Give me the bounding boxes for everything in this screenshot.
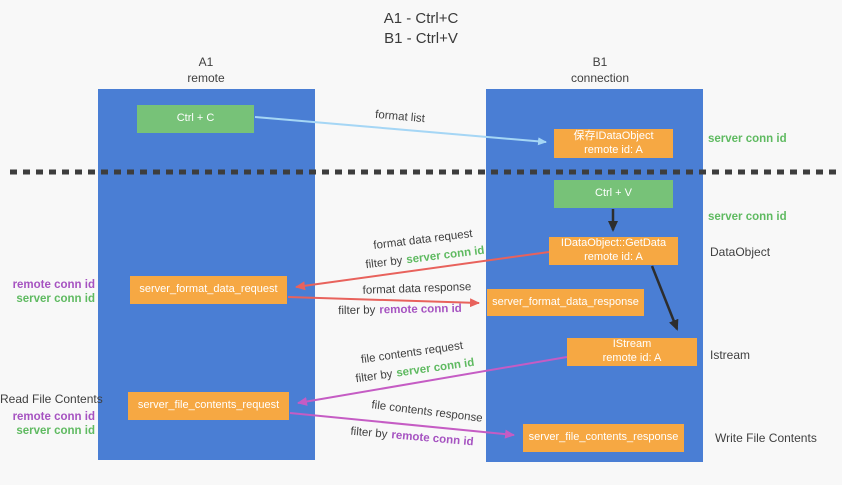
filter-by-text: filter by: [338, 304, 376, 318]
column-a1-name: A1: [198, 55, 214, 69]
server-file-contents-response-label: server_file_contents_response: [528, 431, 679, 444]
title-line-ctrl-v: B1 - Ctrl+V: [384, 30, 458, 48]
idataobject-getdata-node: IDataObject::GetData remote id: A: [549, 237, 678, 265]
column-header-b1: B1 connection: [530, 55, 670, 86]
server-conn-id-left-label-2: server conn id: [16, 425, 95, 437]
istream-side-label: Istream: [710, 348, 751, 362]
ctrl-v-label: Ctrl + V: [595, 187, 632, 200]
read-file-contents-label: Read File Contents: [0, 392, 103, 406]
format-list-label: format list: [374, 108, 426, 126]
filter-by-text: filter by: [364, 254, 404, 272]
file-contents-response-label: file contents response: [370, 399, 484, 425]
istream-line1: IStream: [612, 338, 652, 351]
diagram-title: A1 - Ctrl+C B1 - Ctrl+V: [0, 9, 842, 50]
title-line-ctrl-c: A1 - Ctrl+C: [383, 10, 459, 27]
save-idataobject-line1: 保存IDataObject: [573, 129, 654, 142]
server-format-data-response-label: server_format_data_response: [492, 295, 639, 308]
column-header-a1: A1 remote: [136, 55, 276, 86]
save-idataobject-node: 保存IDataObject remote id: A: [554, 129, 673, 158]
remote-conn-id-text: remote conn id: [390, 429, 475, 449]
remote-conn-id-left-label-1: remote conn id: [12, 279, 95, 291]
filter-by-text: filter by: [354, 368, 394, 386]
server-conn-id-left-label-1: server conn id: [16, 293, 95, 305]
server-conn-id-side-label-top: server conn id: [708, 133, 787, 145]
write-file-contents-label: Write File Contents: [715, 431, 817, 445]
format-data-response-arrow: [287, 296, 480, 308]
column-a1-subtitle: remote: [187, 70, 225, 85]
ctrl-v-node: Ctrl + V: [554, 180, 673, 208]
server-format-data-request-node: server_format_data_request: [130, 276, 287, 304]
server-conn-id-text: server conn id: [395, 356, 476, 380]
ctrl-c-label: Ctrl + C: [176, 112, 215, 125]
server-file-contents-request-label: server_file_contents_request: [137, 399, 280, 412]
remote-conn-id-text: remote conn id: [379, 302, 462, 317]
server-conn-id-text: server conn id: [405, 244, 486, 267]
istream-node: IStream remote id: A: [567, 338, 697, 366]
filter-by-text: filter by: [349, 425, 388, 441]
remote-conn-id-left-label-2: remote conn id: [12, 411, 95, 423]
idataobject-getdata-line1: IDataObject::GetData: [560, 237, 667, 250]
server-format-data-request-label: server_format_data_request: [139, 283, 278, 296]
istream-line2: remote id: A: [602, 352, 662, 364]
server-file-contents-response-node: server_file_contents_response: [523, 424, 684, 452]
server-file-contents-request-node: server_file_contents_request: [128, 392, 289, 420]
save-idataobject-line2: remote id: A: [584, 143, 643, 156]
server-conn-id-side-label-mid: server conn id: [708, 211, 787, 223]
column-b1-subtitle: connection: [570, 70, 630, 85]
dataobject-side-label: DataObject: [710, 245, 771, 259]
server-format-data-response-node: server_format_data_response: [487, 289, 644, 316]
format-data-response-label: format data response: [362, 281, 472, 297]
column-b1-name: B1: [592, 55, 608, 69]
ctrl-c-node: Ctrl + C: [137, 105, 254, 133]
idataobject-getdata-line2: remote id: A: [584, 251, 643, 263]
